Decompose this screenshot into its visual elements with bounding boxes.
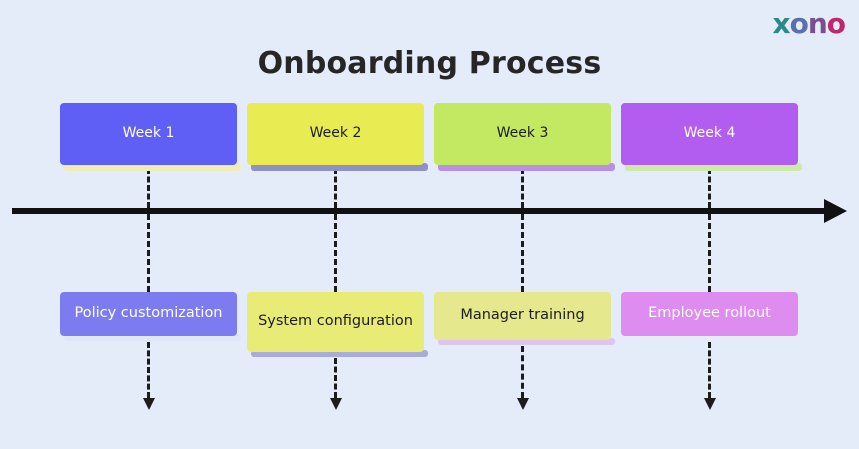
period-label: Week 1 xyxy=(122,125,175,142)
task-box-week-2[interactable]: System configuration xyxy=(247,292,424,352)
period-box-shadow xyxy=(251,163,428,171)
period-box-shadow xyxy=(438,163,615,171)
task-box-shadow xyxy=(438,338,615,345)
connector-line-upper xyxy=(147,168,150,208)
period-box-week-1[interactable]: Week 1 xyxy=(60,103,237,165)
connector-line-lower xyxy=(521,346,524,398)
connector-line-lower xyxy=(708,342,711,398)
brand-logo: xono xyxy=(772,7,847,40)
connector-line-lower xyxy=(147,342,150,398)
task-label: Employee rollout xyxy=(648,305,771,322)
connector-line-upper xyxy=(521,168,524,208)
period-box-shadow xyxy=(625,163,802,171)
period-box-week-4[interactable]: Week 4 xyxy=(621,103,798,165)
task-box-shadow xyxy=(625,334,802,341)
logo-letter-n: n xyxy=(807,7,828,40)
period-box-week-2[interactable]: Week 2 xyxy=(247,103,424,165)
connector-line-lower xyxy=(334,358,337,398)
period-label: Week 3 xyxy=(496,125,549,142)
period-box-week-3[interactable]: Week 3 xyxy=(434,103,611,165)
logo-letter-x: x xyxy=(772,7,791,40)
period-box-shadow xyxy=(64,163,241,171)
page-title: Onboarding Process xyxy=(257,46,602,81)
period-label: Week 2 xyxy=(309,125,362,142)
period-label: Week 4 xyxy=(683,125,736,142)
connector-line-upper xyxy=(334,168,337,208)
connector-line-upper xyxy=(708,168,711,208)
connector-line-middle xyxy=(147,214,150,292)
connector-line-middle xyxy=(521,214,524,292)
connector-arrow-icon xyxy=(142,398,155,410)
task-box-week-4[interactable]: Employee rollout xyxy=(621,292,798,336)
logo-letter-o2: o xyxy=(826,7,846,40)
task-box-shadow xyxy=(251,350,428,357)
task-label: System configuration xyxy=(258,313,413,330)
task-box-week-1[interactable]: Policy customization xyxy=(60,292,237,336)
logo-letter-o1: o xyxy=(789,7,809,40)
connector-line-middle xyxy=(334,214,337,292)
timeline-axis xyxy=(12,208,827,214)
timeline-arrow-icon xyxy=(824,199,847,223)
connector-arrow-icon xyxy=(516,398,529,410)
connector-arrow-icon xyxy=(329,398,342,410)
connector-line-middle xyxy=(708,214,711,292)
task-label: Policy customization xyxy=(74,305,223,322)
task-box-week-3[interactable]: Manager training xyxy=(434,292,611,340)
task-label: Manager training xyxy=(460,307,585,324)
task-box-shadow xyxy=(64,334,241,341)
connector-arrow-icon xyxy=(703,398,716,410)
